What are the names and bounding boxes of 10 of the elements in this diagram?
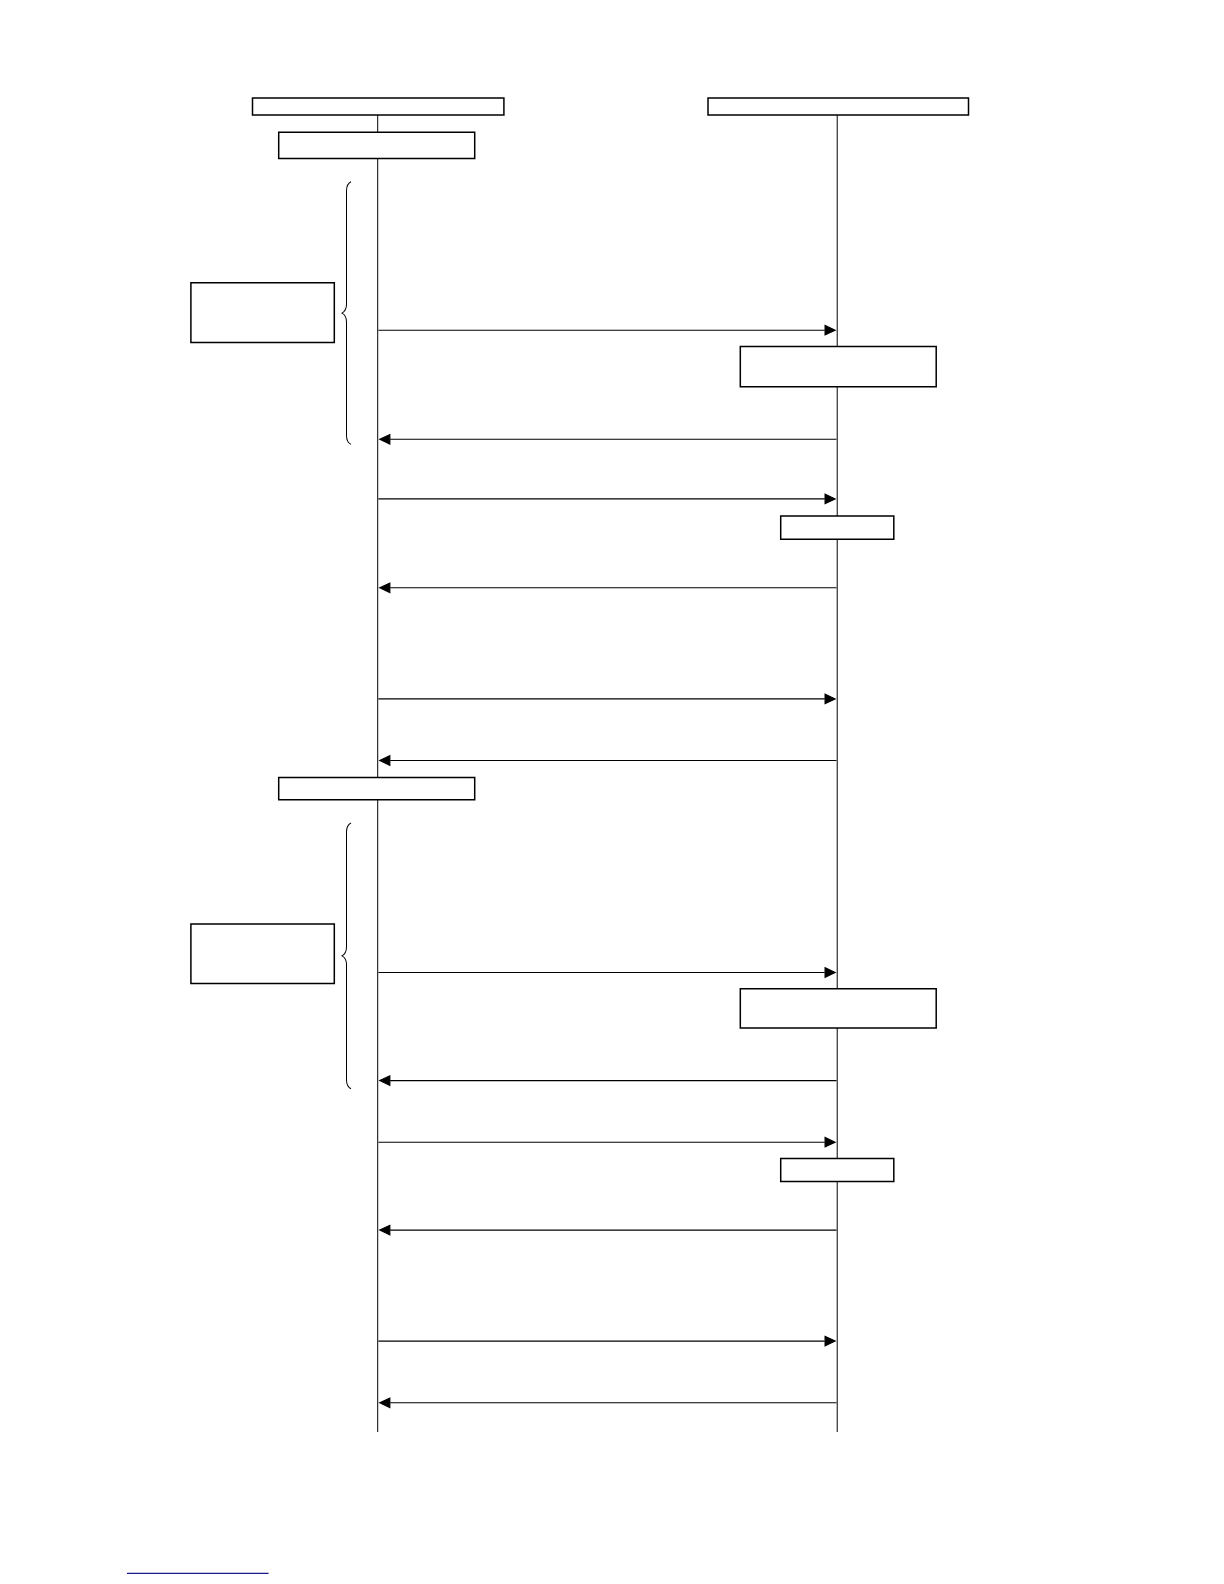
- empty-box: [707, 97, 970, 116]
- empty-box: [739, 345, 937, 388]
- empty-box: [277, 131, 476, 160]
- empty-box: [251, 97, 505, 116]
- empty-box: [277, 776, 476, 801]
- empty-box: [779, 1157, 895, 1183]
- empty-box: [739, 987, 937, 1029]
- empty-box: [190, 923, 336, 985]
- empty-box: [779, 515, 895, 541]
- empty-box: [190, 282, 336, 344]
